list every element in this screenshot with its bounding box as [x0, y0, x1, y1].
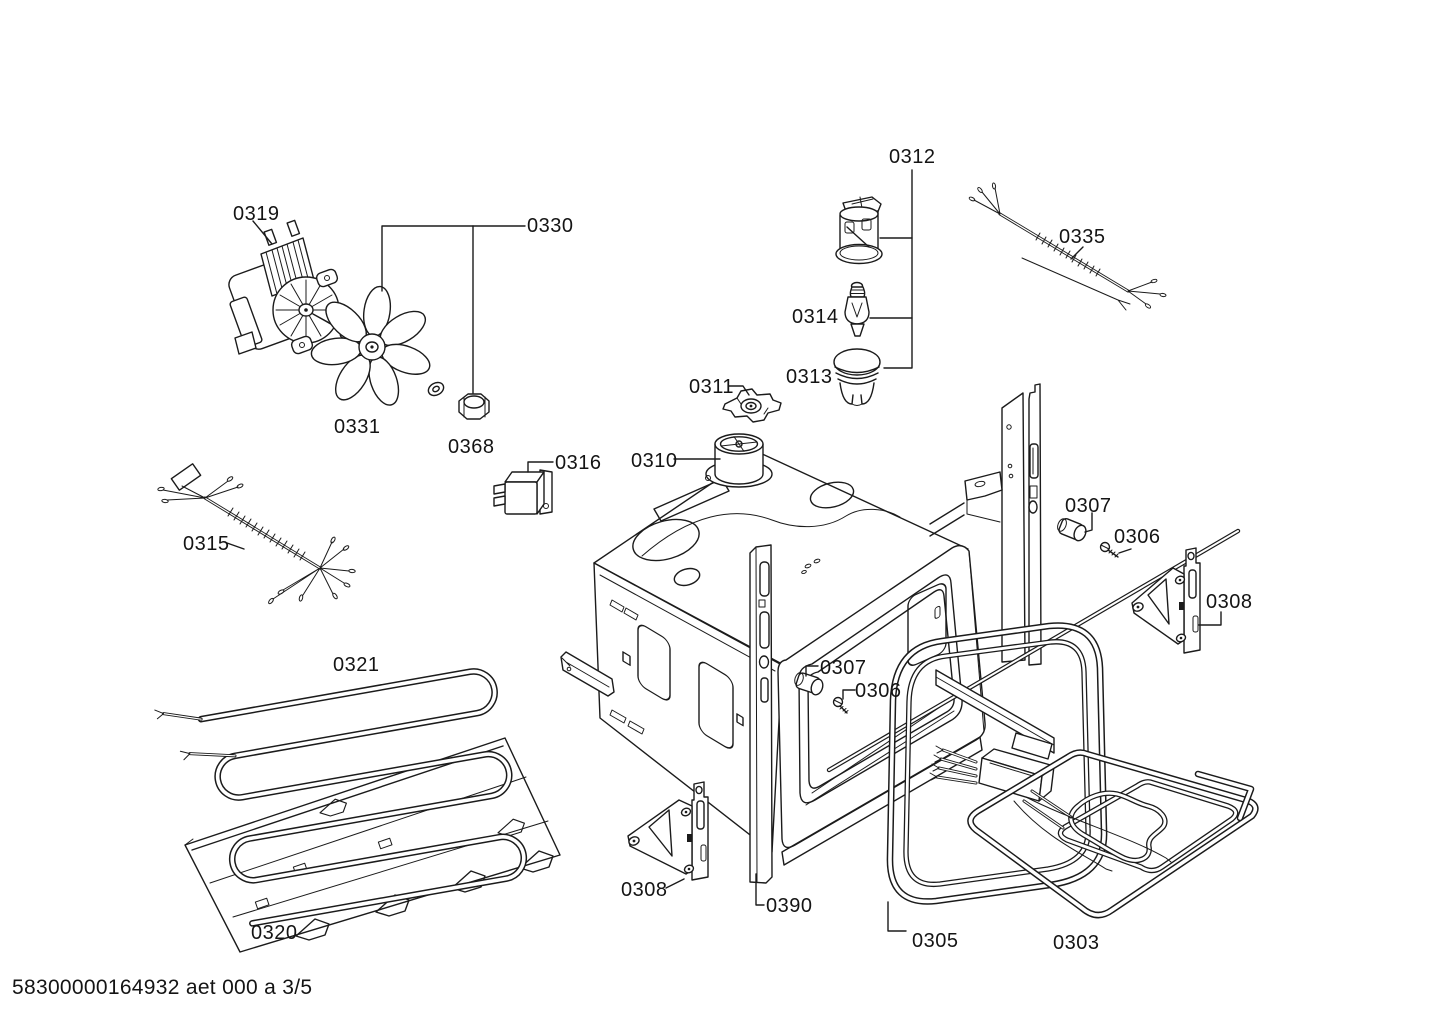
part-label-0306-right: 0306 — [1114, 526, 1161, 548]
fan-motor-0319 — [228, 219, 362, 355]
mounting-bracket-0308-right — [1131, 547, 1201, 654]
shaft-washer — [427, 381, 445, 397]
part-label-0330: 0330 — [527, 215, 574, 237]
leader-0390 — [755, 873, 765, 906]
terminal-block — [929, 669, 1055, 802]
leader-0305 — [887, 901, 907, 932]
part-label-0321: 0321 — [333, 654, 380, 676]
mounting-bracket-0308-left — [627, 781, 709, 881]
part-label-0335: 0335 — [1059, 226, 1106, 248]
part-label-0331: 0331 — [334, 416, 381, 438]
lamp-bulb-0314 — [844, 281, 870, 337]
fan-impeller-0331 — [310, 285, 431, 406]
leader-0306-inner — [842, 689, 856, 700]
screw-0306-inner — [832, 696, 849, 714]
part-label-0308-right: 0308 — [1206, 591, 1253, 613]
part-label-0368: 0368 — [448, 436, 495, 458]
part-label-0390: 0390 — [766, 895, 813, 917]
left-support-bar — [560, 651, 615, 697]
right-side-rails — [929, 383, 1042, 666]
leader-0315 — [226, 542, 245, 550]
part-label-0315: 0315 — [183, 533, 230, 555]
part-label-0310: 0310 — [631, 450, 678, 472]
leader-0312 — [883, 169, 913, 369]
grill-heating-element-0303 — [970, 753, 1255, 915]
leader-0308-left — [665, 878, 685, 889]
cable-set-0335 — [968, 182, 1167, 311]
document-number: 58300000164932 aet 000 a 3/5 — [12, 976, 313, 999]
part-label-0306-inner: 0306 — [855, 680, 902, 702]
screw-0306-right — [1099, 541, 1119, 558]
retaining-bracket-0311 — [722, 388, 782, 423]
pin-0307-inner — [794, 672, 824, 696]
part-label-0303: 0303 — [1053, 932, 1100, 954]
bottom-heating-element-0321 — [154, 651, 527, 933]
leader-0306-right — [1118, 548, 1132, 554]
leader-0319 — [252, 220, 273, 245]
part-label-0305: 0305 — [912, 930, 959, 952]
part-label-0312: 0312 — [889, 146, 936, 168]
leader-0330 — [381, 225, 526, 292]
leader-0311 — [728, 385, 750, 396]
part-label-0314: 0314 — [792, 306, 839, 328]
part-label-0313: 0313 — [786, 366, 833, 388]
leader-0335 — [1070, 246, 1084, 260]
part-label-0307-right: 0307 — [1065, 495, 1112, 517]
leader-0308-right — [1198, 611, 1222, 626]
leader-0316 — [527, 461, 554, 473]
lamp-glass-cover-0313 — [833, 348, 881, 406]
lamp-socket-0312 — [835, 196, 883, 265]
part-label-0308-left: 0308 — [621, 879, 668, 901]
part-label-0319: 0319 — [233, 203, 280, 225]
fastening-nut-0368 — [458, 393, 490, 420]
part-label-0311: 0311 — [689, 376, 735, 398]
air-outlet-0310 — [705, 433, 764, 485]
wiring-harness-0315 — [157, 463, 356, 605]
side-rail-0390 — [749, 544, 773, 884]
leader-0307-inner — [805, 665, 819, 677]
part-label-0320: 0320 — [251, 922, 298, 944]
thermal-switch-0316 — [493, 469, 553, 515]
leader-0307-right — [1084, 512, 1093, 533]
pin-0307-right — [1057, 517, 1087, 542]
part-label-0307-inner: 0307 — [820, 657, 867, 679]
part-label-0316: 0316 — [555, 452, 602, 474]
